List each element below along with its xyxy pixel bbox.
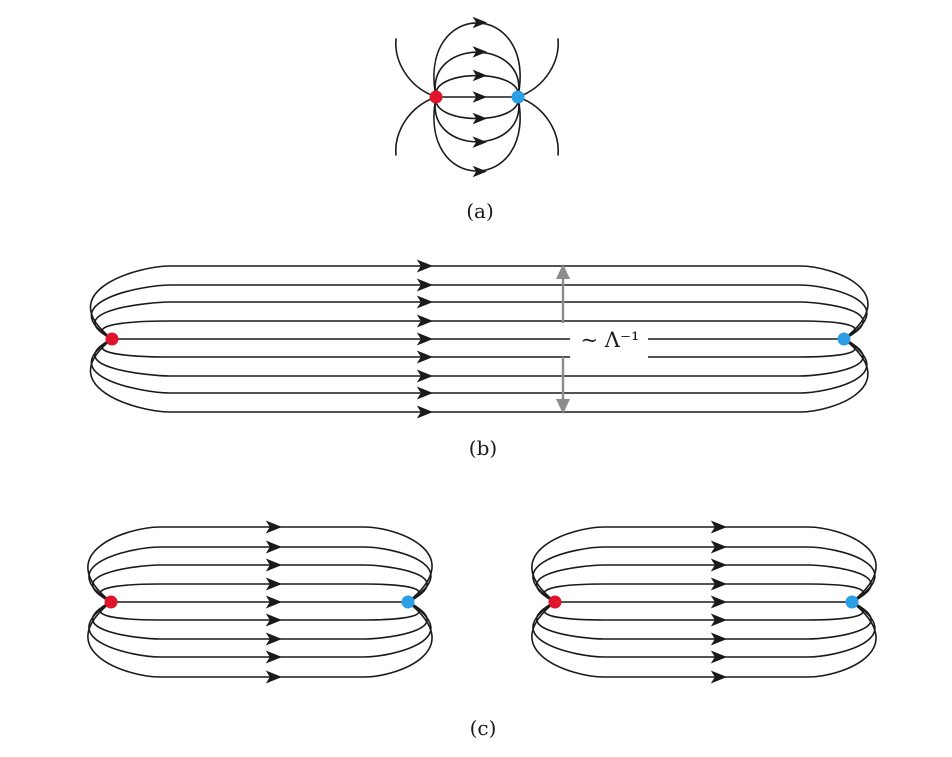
scale-arrow-up-head [556, 264, 570, 279]
panel-c-left-flux-tube [87, 520, 433, 684]
field-line-arrowhead [265, 613, 282, 627]
field-line [91, 564, 428, 603]
panel-a-caption: (a) [466, 199, 494, 223]
field-line-arrowhead [416, 405, 433, 419]
field-line [535, 601, 872, 640]
field-line [94, 338, 864, 377]
panel-b-width-annotation: ~ Λ⁻¹ [581, 328, 640, 352]
positive-charge-dot [548, 595, 562, 609]
field-line-arrowhead [416, 386, 433, 400]
panel-a-dipole-field [395, 16, 559, 178]
field-line-arrowhead [265, 520, 282, 534]
field-line-arrowhead [710, 558, 727, 572]
field-line-arrowhead [416, 332, 433, 346]
panel-b-caption: (b) [469, 436, 497, 460]
field-line-arrowhead [710, 650, 727, 664]
field-line [531, 526, 877, 603]
field-line-arrowhead [472, 16, 487, 29]
field-line-arrowhead [710, 577, 727, 591]
field-line-arrowhead [710, 613, 727, 627]
field-line-arrowhead [265, 595, 282, 609]
negative-charge-dot [845, 595, 859, 609]
dipole-open-field-line [395, 96, 437, 156]
field-line-arrowhead [472, 165, 487, 178]
field-line [532, 546, 876, 603]
field-line [535, 564, 872, 603]
field-line-arrowhead [710, 632, 727, 646]
annotation-background [570, 322, 648, 358]
field-line [91, 601, 428, 640]
field-line [88, 601, 432, 658]
field-line-arrowhead [265, 540, 282, 554]
field-line-arrowhead [710, 520, 727, 534]
dipole-field-line [433, 96, 521, 172]
field-line-arrowhead [472, 91, 487, 103]
field-line [90, 284, 868, 340]
field-line [543, 601, 864, 621]
field-line [94, 301, 864, 340]
panel-c-right-flux-tube [531, 520, 877, 684]
scale-arrow-down-head [556, 399, 570, 414]
dipole-field-line [433, 22, 521, 98]
field-line-arrowhead [265, 632, 282, 646]
dipole-open-field-line [517, 38, 559, 98]
field-line-arrowhead [416, 259, 433, 273]
field-line-arrowhead [265, 577, 282, 591]
field-line-arrowhead [710, 540, 727, 554]
field-line-arrowhead [472, 69, 487, 82]
field-line [532, 601, 876, 658]
field-line-arrowhead [416, 350, 433, 364]
field-line-arrowhead [416, 369, 433, 383]
positive-charge-dot [104, 595, 118, 609]
field-line [99, 583, 420, 603]
field-line [87, 601, 433, 678]
field-line [89, 265, 869, 340]
negative-charge-dot [511, 90, 525, 104]
field-line [88, 546, 432, 603]
field-line-arrowhead [710, 670, 727, 684]
field-line-arrowhead [416, 278, 433, 292]
field-line [543, 583, 864, 603]
positive-charge-dot [105, 332, 119, 346]
field-line-arrowhead [710, 595, 727, 609]
field-line [101, 320, 856, 340]
field-line-arrowhead [472, 46, 487, 58]
field-line-arrowhead [265, 650, 282, 664]
field-line-arrowhead [416, 314, 433, 328]
field-line [99, 601, 420, 621]
field-line-arrowhead [472, 112, 487, 125]
field-line-arrowhead [265, 558, 282, 572]
field-line [87, 526, 433, 603]
field-line-arrowhead [472, 136, 487, 148]
dipole-open-field-line [517, 96, 559, 156]
positive-charge-dot [429, 90, 443, 104]
panel-b-flux-tube [89, 259, 869, 419]
negative-charge-dot [837, 332, 851, 346]
field-line [531, 601, 877, 678]
panel-c-caption: (c) [470, 716, 497, 740]
field-line-arrowhead [416, 295, 433, 309]
negative-charge-dot [401, 595, 415, 609]
field-line [89, 338, 869, 413]
field-line [90, 338, 868, 394]
panel-b-scale-arrow: ~ Λ⁻¹ [556, 264, 648, 414]
field-line [101, 338, 856, 358]
field-line-arrowhead [265, 670, 282, 684]
dipole-open-field-line [395, 38, 437, 98]
